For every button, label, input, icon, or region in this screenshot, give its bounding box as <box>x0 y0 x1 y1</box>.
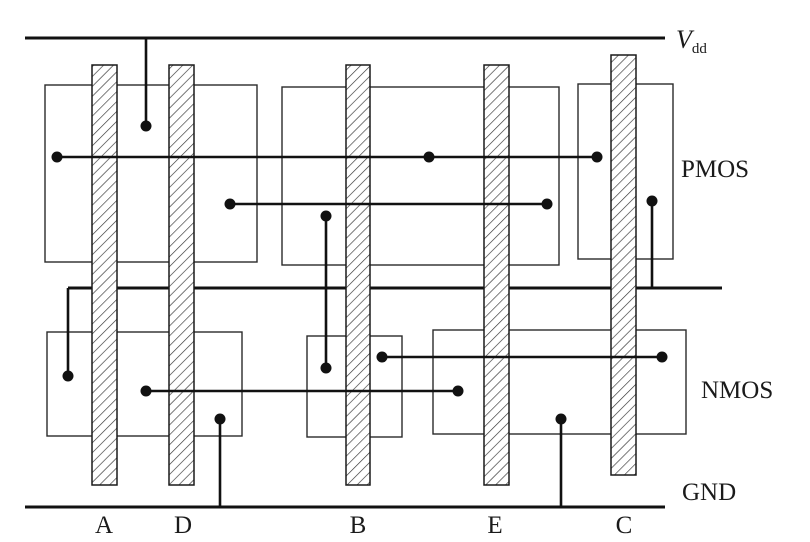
vdd-label-subscript: dd <box>692 41 708 57</box>
gate-d-label: D <box>174 512 192 539</box>
contact <box>320 210 332 222</box>
pmos-diffusion-middle <box>281 86 560 266</box>
gate-d-poly <box>168 64 195 486</box>
gate-e-poly <box>483 64 510 486</box>
gate-a-label: A <box>95 512 113 539</box>
gate-e-label: E <box>487 512 502 539</box>
contact <box>224 198 236 210</box>
nmos-label: NMOS <box>701 377 773 404</box>
gate-b-poly <box>345 64 371 486</box>
contact <box>214 413 226 425</box>
vdd-label-main: V <box>676 25 695 54</box>
gate-b-label: B <box>350 512 367 539</box>
contact <box>541 198 553 210</box>
contact <box>591 151 603 163</box>
gnd-label: GND <box>682 479 736 506</box>
contact <box>646 195 658 207</box>
gate-c-label: C <box>616 512 633 539</box>
contact <box>555 413 567 425</box>
nmos-diffusion-left <box>46 331 243 437</box>
contact <box>320 362 332 374</box>
pmos-label: PMOS <box>681 156 749 183</box>
contact <box>656 351 668 363</box>
vdd-label: Vdd <box>676 25 707 57</box>
gate-c-poly <box>610 54 637 476</box>
contact <box>423 151 435 163</box>
contact <box>452 385 464 397</box>
gate-a-poly <box>91 64 118 486</box>
pmos-diffusion-left <box>44 84 258 263</box>
nmos-diffusion-right <box>432 329 687 435</box>
contact <box>140 120 152 132</box>
contact <box>51 151 63 163</box>
contact <box>62 370 74 382</box>
contact <box>376 351 388 363</box>
contact <box>140 385 152 397</box>
